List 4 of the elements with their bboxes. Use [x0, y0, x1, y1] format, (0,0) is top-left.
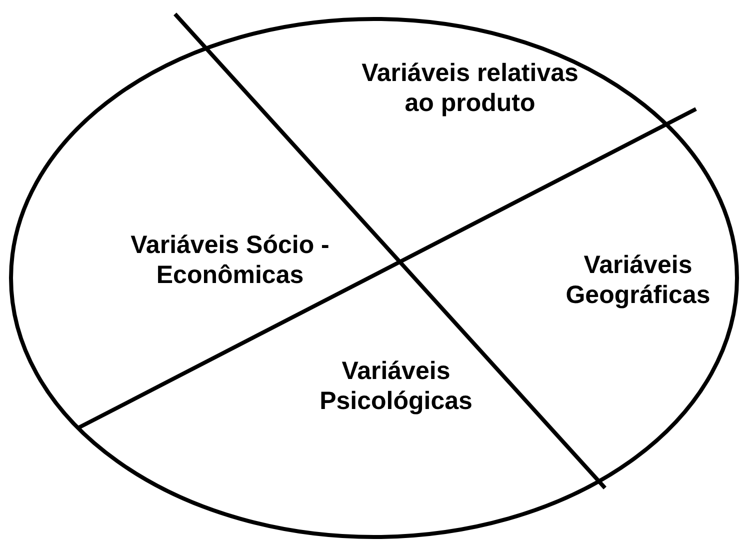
sector-label: Variáveis relativas ao produto [355, 58, 585, 118]
sector-label: Variáveis Geográficas [538, 250, 738, 310]
sector-label: Variáveis Sócio - Econômicas [85, 230, 375, 290]
sector-label: Variáveis Psicológicas [296, 356, 496, 416]
